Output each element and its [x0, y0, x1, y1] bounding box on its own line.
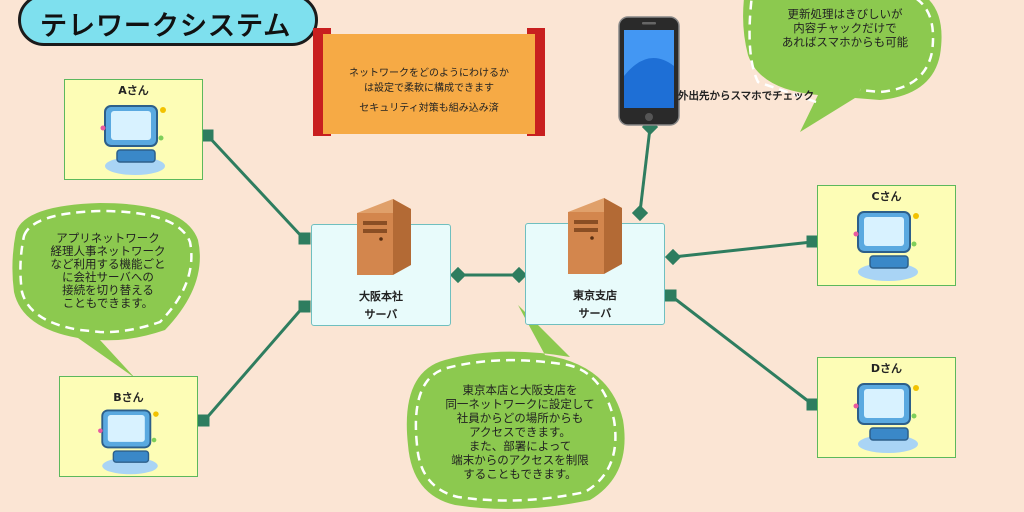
user-card-b: Bさん [59, 376, 198, 477]
bubble-bottom-line-1: 東京本店と大阪支店を [462, 383, 578, 397]
phone-caption: 外出先からスマホでチェック [678, 90, 815, 102]
bubble-bottom-shape [406, 305, 625, 509]
bubble-bottom-line-2: 同一ネットワークに設定して [445, 397, 595, 411]
server-tower-icon [357, 199, 411, 275]
computer-icon [98, 409, 159, 475]
bubble-top-right-line-1: 更新処理はきびしいが [787, 7, 903, 21]
user-card-a: Aさん [64, 79, 203, 180]
bubble-top-right-line-3: あればスマホからも可能 [781, 35, 909, 49]
bubble-left-line-6: こともできます。 [62, 296, 154, 310]
bubble-top-right-shape [743, 0, 942, 132]
user-card-c: Cさん [817, 185, 956, 286]
bubble-left-line-1: アプリネットワーク [56, 231, 160, 245]
bubble-bottom-line-5: また、部署によって [468, 439, 572, 453]
server-tokyo-name: 東京支店 [573, 289, 617, 302]
server-tower-icon [568, 198, 622, 274]
server-osaka-role: サーバ [364, 308, 398, 321]
bubble-left-line-2: 経理人事ネットワーク [50, 244, 166, 258]
bubble-left-line-5: 接続を切り替える [62, 283, 154, 297]
banner-panel [323, 34, 535, 134]
user-b-label: Bさん [113, 391, 144, 404]
banner-line-3: セキュリティ対策も組み込み済 [359, 103, 499, 114]
info-banner: ネットワークをどのようにわけるか は設定で柔軟に構成できます セキュリティ対策も… [313, 28, 545, 136]
smartphone-icon [618, 16, 680, 126]
page-title: テレワークシステム [40, 11, 292, 42]
bubble-left-line-3: など利用する機能ごと [50, 257, 166, 271]
banner-line-2: は設定で柔軟に構成できます [364, 83, 494, 94]
bubble-left-shape [12, 203, 200, 378]
bubble-bottom-line-4: アクセスできます。 [469, 425, 571, 439]
computer-icon [853, 383, 919, 453]
title-pill [18, 0, 318, 46]
server-osaka-name: 大阪本社 [359, 290, 403, 303]
user-d-label: Dさん [870, 362, 903, 375]
bubble-left-line-4: に会社サーバへの [62, 270, 154, 284]
bubble-bottom-line-3: 社員からどの場所からも [456, 411, 584, 425]
banner-line-1: ネットワークをどのようにわけるか [349, 68, 509, 79]
server-tokyo-role: サーバ [578, 307, 612, 320]
computer-icon [853, 211, 919, 281]
bubble-bottom-line-6: 端末からのアクセスを制限 [451, 453, 589, 467]
user-a-label: Aさん [118, 84, 149, 97]
computer-icon [100, 105, 166, 175]
user-c-label: Cさん [871, 190, 902, 203]
server-box-osaka: 大阪本社 サーバ [311, 199, 451, 326]
bubble-bottom-line-7: することもできます。 [463, 467, 577, 481]
bubble-top-right-line-2: 内容チャックだけで [793, 21, 897, 35]
server-box-tokyo: 東京支店 サーバ [525, 198, 665, 325]
user-card-d: Dさん [817, 357, 956, 458]
